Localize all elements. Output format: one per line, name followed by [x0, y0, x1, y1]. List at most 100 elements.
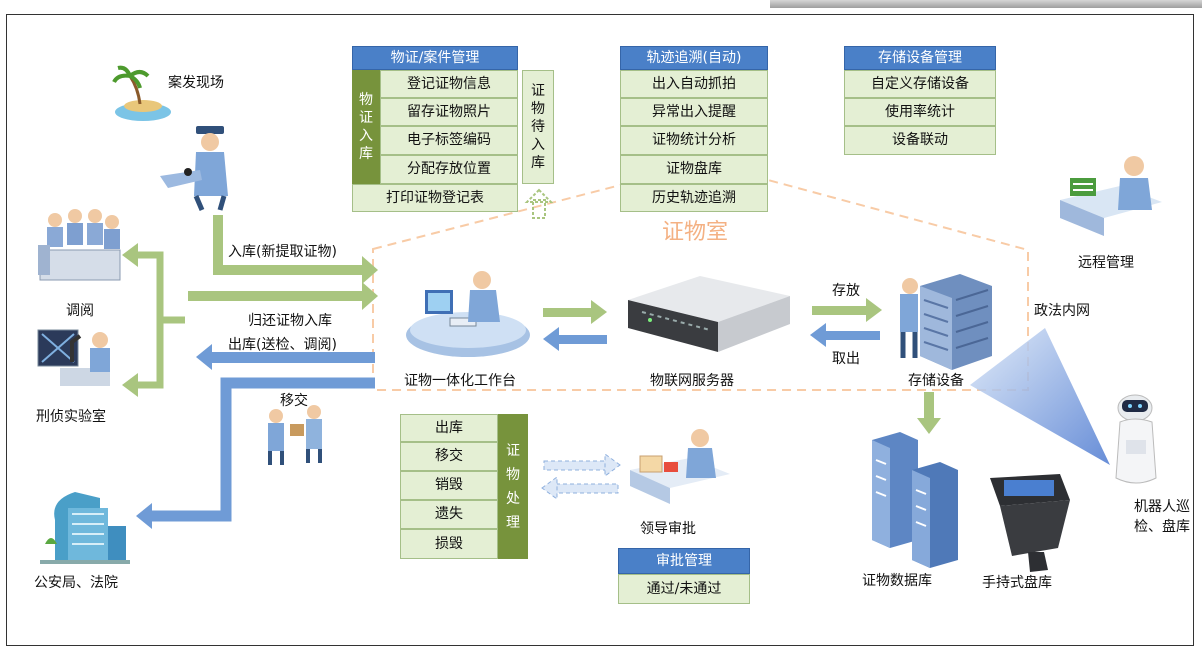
approval-item: 通过/未通过 — [618, 574, 750, 604]
side-char: 物 — [359, 92, 373, 108]
handover-people-icon — [268, 405, 322, 465]
diagram-frame — [6, 14, 1194, 646]
approval-header: 审批管理 — [618, 548, 750, 574]
crime-scene-label: 案发现场 — [168, 75, 224, 91]
evidence-room-label: 证物室 — [662, 220, 729, 245]
approval-arrow-left — [555, 483, 619, 494]
handheld-label: 手持式盘库 — [982, 575, 1052, 591]
iot-server-label: 物联网服务器 — [650, 373, 734, 389]
out-arrow-court-head — [136, 503, 152, 529]
approval-arrow-right — [543, 460, 607, 471]
evidence-mgmt-item: 留存证物照片 — [380, 98, 518, 126]
arrow-to-meeting — [122, 243, 138, 267]
trace-item: 证物盘库 — [620, 155, 768, 184]
disposal-item: 移交 — [400, 442, 498, 471]
police-officer-icon — [160, 126, 228, 211]
side-char: 库 — [359, 146, 373, 162]
pending-char: 证 — [531, 83, 545, 99]
pending-char: 物 — [531, 101, 545, 117]
take-out-label: 取出 — [832, 351, 860, 367]
storage-mgmt-item: 设备联动 — [844, 126, 996, 155]
disposal-item: 遗失 — [400, 500, 498, 529]
trace-item: 证物统计分析 — [620, 126, 768, 155]
leader-approval-label: 领导审批 — [640, 521, 696, 537]
pending-char: 入 — [531, 137, 545, 153]
store-arrowhead — [866, 298, 882, 322]
pending-in-arrow-stem — [532, 199, 546, 219]
trace-item: 历史轨迹追溯 — [620, 184, 768, 212]
approver-desk-icon — [630, 429, 730, 504]
in-new-label: 入库(新提取证物) — [228, 244, 337, 260]
pending-in-label: 证 物 待 入 库 — [522, 70, 554, 184]
side-char: 入 — [359, 128, 373, 144]
remote-mgmt-label: 远程管理 — [1078, 255, 1134, 271]
office-building-icon — [40, 492, 130, 564]
lab-microscope-icon — [37, 329, 110, 386]
storage-to-db-head — [917, 418, 941, 434]
return-in-arrowhead — [362, 282, 378, 310]
trace-item: 出入自动抓拍 — [620, 70, 768, 98]
evidence-mgmt-item: 登记证物信息 — [380, 70, 518, 98]
evidence-in-side-label: 物 证 入 库 — [352, 70, 380, 184]
in-new-arrowhead — [362, 256, 378, 284]
transfer-label: 移交 — [280, 393, 308, 409]
ws-to-server-head — [591, 300, 607, 324]
robot-label-line2: 检、盘库 — [1134, 519, 1190, 535]
storage-mgmt-header: 存储设备管理 — [844, 46, 996, 70]
print-registration-item: 打印证物登记表 — [352, 184, 518, 212]
storage-mgmt-item: 使用率统计 — [844, 98, 996, 126]
take-out-arrowhead — [810, 323, 826, 347]
database-servers-icon — [872, 432, 958, 568]
window-top-strip — [770, 0, 1202, 8]
return-in-arrow — [188, 291, 363, 301]
pending-char: 待 — [531, 119, 545, 135]
side-char: 证 — [506, 442, 520, 459]
disposal-item: 销毁 — [400, 471, 498, 500]
remote-manager-icon — [1060, 156, 1162, 236]
side-char: 证 — [359, 110, 373, 126]
storage-rack-operator-icon — [900, 274, 992, 370]
return-in-label: 归还证物入库 — [248, 313, 332, 329]
trace-header: 轨迹追溯(自动) — [620, 46, 768, 70]
meeting-people-icon — [38, 209, 121, 281]
trace-item: 异常出入提醒 — [620, 98, 768, 126]
server-to-ws-head — [543, 327, 559, 351]
out-label: 出库(送检、调阅) — [228, 337, 337, 353]
store-label: 存放 — [832, 283, 860, 299]
forensic-lab-label: 刑侦实验室 — [36, 409, 106, 425]
storage-mgmt-item: 自定义存储设备 — [844, 70, 996, 98]
ws-to-server-arrow — [543, 308, 593, 317]
storage-to-db-arrow — [924, 392, 934, 420]
intranet-label: 政法内网 — [1034, 303, 1090, 319]
in-new-arrow — [213, 215, 365, 275]
pending-char: 库 — [531, 155, 545, 171]
approval-arrow-right-head — [604, 453, 621, 477]
evidence-mgmt-item: 电子标签编码 — [380, 126, 518, 155]
review-label: 调阅 — [66, 303, 94, 319]
out-arrow-upper-head — [196, 344, 212, 370]
arrow-to-lab — [122, 373, 138, 397]
disposal-side-label: 证 物 处 理 — [498, 414, 528, 559]
police-court-label: 公安局、法院 — [34, 575, 118, 591]
rfid-scan-beam — [970, 328, 1110, 465]
island-icon — [112, 65, 171, 121]
storage-device-label: 存储设备 — [908, 373, 964, 389]
store-arrow — [812, 306, 868, 315]
evidence-mgmt-item: 分配存放位置 — [380, 155, 518, 184]
robot-icon — [1115, 394, 1157, 484]
side-char: 理 — [506, 514, 520, 531]
server-box-icon — [628, 276, 790, 352]
workstation-label: 证物一体化工作台 — [404, 373, 516, 389]
handheld-scanner-icon — [990, 474, 1070, 572]
approval-arrow-left-head — [541, 476, 558, 500]
review-bracket-arrow — [132, 251, 185, 389]
disposal-item: 损毁 — [400, 529, 498, 559]
disposal-item: 出库 — [400, 414, 498, 442]
robot-label-line1: 机器人巡 — [1134, 499, 1190, 515]
out-arrow-upper — [210, 352, 375, 363]
server-to-ws-arrow — [557, 335, 607, 344]
side-char: 处 — [506, 490, 520, 507]
evidence-db-label: 证物数据库 — [862, 573, 932, 589]
